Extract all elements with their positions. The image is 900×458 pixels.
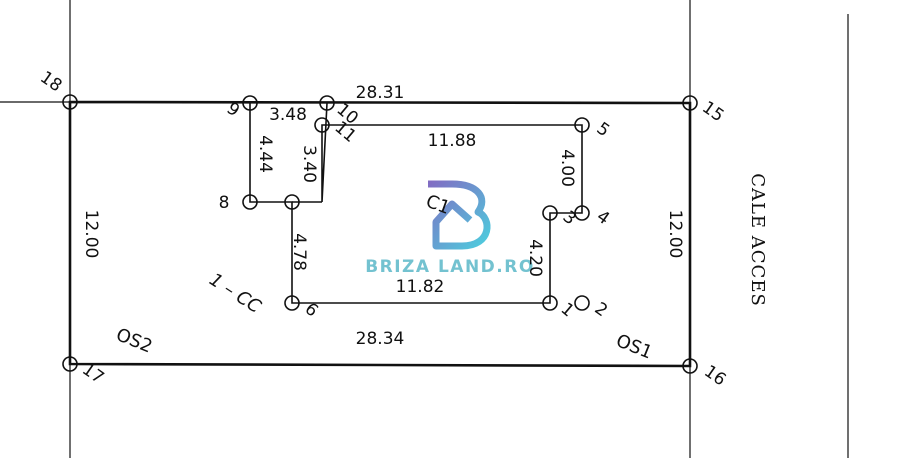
parcel-boundary bbox=[68, 100, 692, 368]
dimension-right: 12.00 bbox=[665, 210, 685, 259]
dimension-left: 12.00 bbox=[81, 210, 101, 259]
dimension-5-4: 4.00 bbox=[557, 149, 577, 187]
point-label-8: 8 bbox=[219, 193, 230, 213]
dimension-11-5: 11.88 bbox=[428, 131, 477, 151]
point-label-16: 16 bbox=[700, 362, 729, 391]
building-outline bbox=[249, 102, 583, 304]
dimension-3-2: 4.20 bbox=[525, 239, 545, 277]
watermark-text: BRIZA LAND.RO bbox=[365, 257, 535, 277]
dimension-9-8: 4.44 bbox=[255, 135, 275, 173]
point-marker-2 bbox=[574, 295, 590, 311]
point-marker-6 bbox=[284, 295, 300, 311]
dimension-top: 28.31 bbox=[356, 83, 405, 103]
point-label-2: 2 bbox=[591, 299, 611, 322]
parcel-label: 1 – CC bbox=[205, 269, 265, 318]
neighbor-right-label: OS1 bbox=[613, 330, 655, 363]
point-marker-10 bbox=[319, 95, 335, 111]
dimension-bottom: 28.34 bbox=[356, 329, 405, 349]
building-label: C1 bbox=[423, 191, 453, 219]
point-marker-9 bbox=[242, 95, 258, 111]
point-label-5: 5 bbox=[593, 119, 613, 142]
point-label-15: 15 bbox=[698, 98, 727, 127]
point-label-18: 18 bbox=[36, 68, 65, 97]
point-marker-15 bbox=[682, 95, 698, 111]
dimension-6-1: 11.82 bbox=[396, 277, 445, 297]
neighbor-left-label: OS2 bbox=[113, 324, 155, 357]
point-marker-3 bbox=[542, 205, 558, 221]
dimension-9-10: 3.48 bbox=[269, 105, 307, 125]
point-marker-7 bbox=[284, 194, 300, 210]
dimension-7-6: 4.78 bbox=[289, 233, 309, 271]
point-marker-16 bbox=[682, 358, 698, 374]
point-label-11: 11 bbox=[330, 118, 359, 147]
reference-lines bbox=[0, 0, 849, 458]
point-label-1: 1 bbox=[557, 299, 578, 321]
dimension-10-7: 3.40 bbox=[299, 145, 319, 183]
logo-icon bbox=[428, 180, 491, 250]
point-marker-4 bbox=[574, 205, 590, 221]
street-label: CALE ACCES bbox=[747, 173, 768, 307]
watermark-logo: BRIZA LAND.RO bbox=[365, 180, 535, 277]
point-label-4: 4 bbox=[593, 207, 613, 230]
point-marker-18 bbox=[62, 94, 78, 110]
dimension-labels: 28.31 28.34 12.00 12.00 3.48 4.44 3.40 1… bbox=[81, 83, 685, 349]
point-marker-1 bbox=[542, 295, 558, 311]
point-marker-11 bbox=[314, 117, 330, 133]
point-marker-5 bbox=[574, 117, 590, 133]
point-marker-8 bbox=[242, 194, 258, 210]
point-marker-17 bbox=[62, 356, 78, 372]
